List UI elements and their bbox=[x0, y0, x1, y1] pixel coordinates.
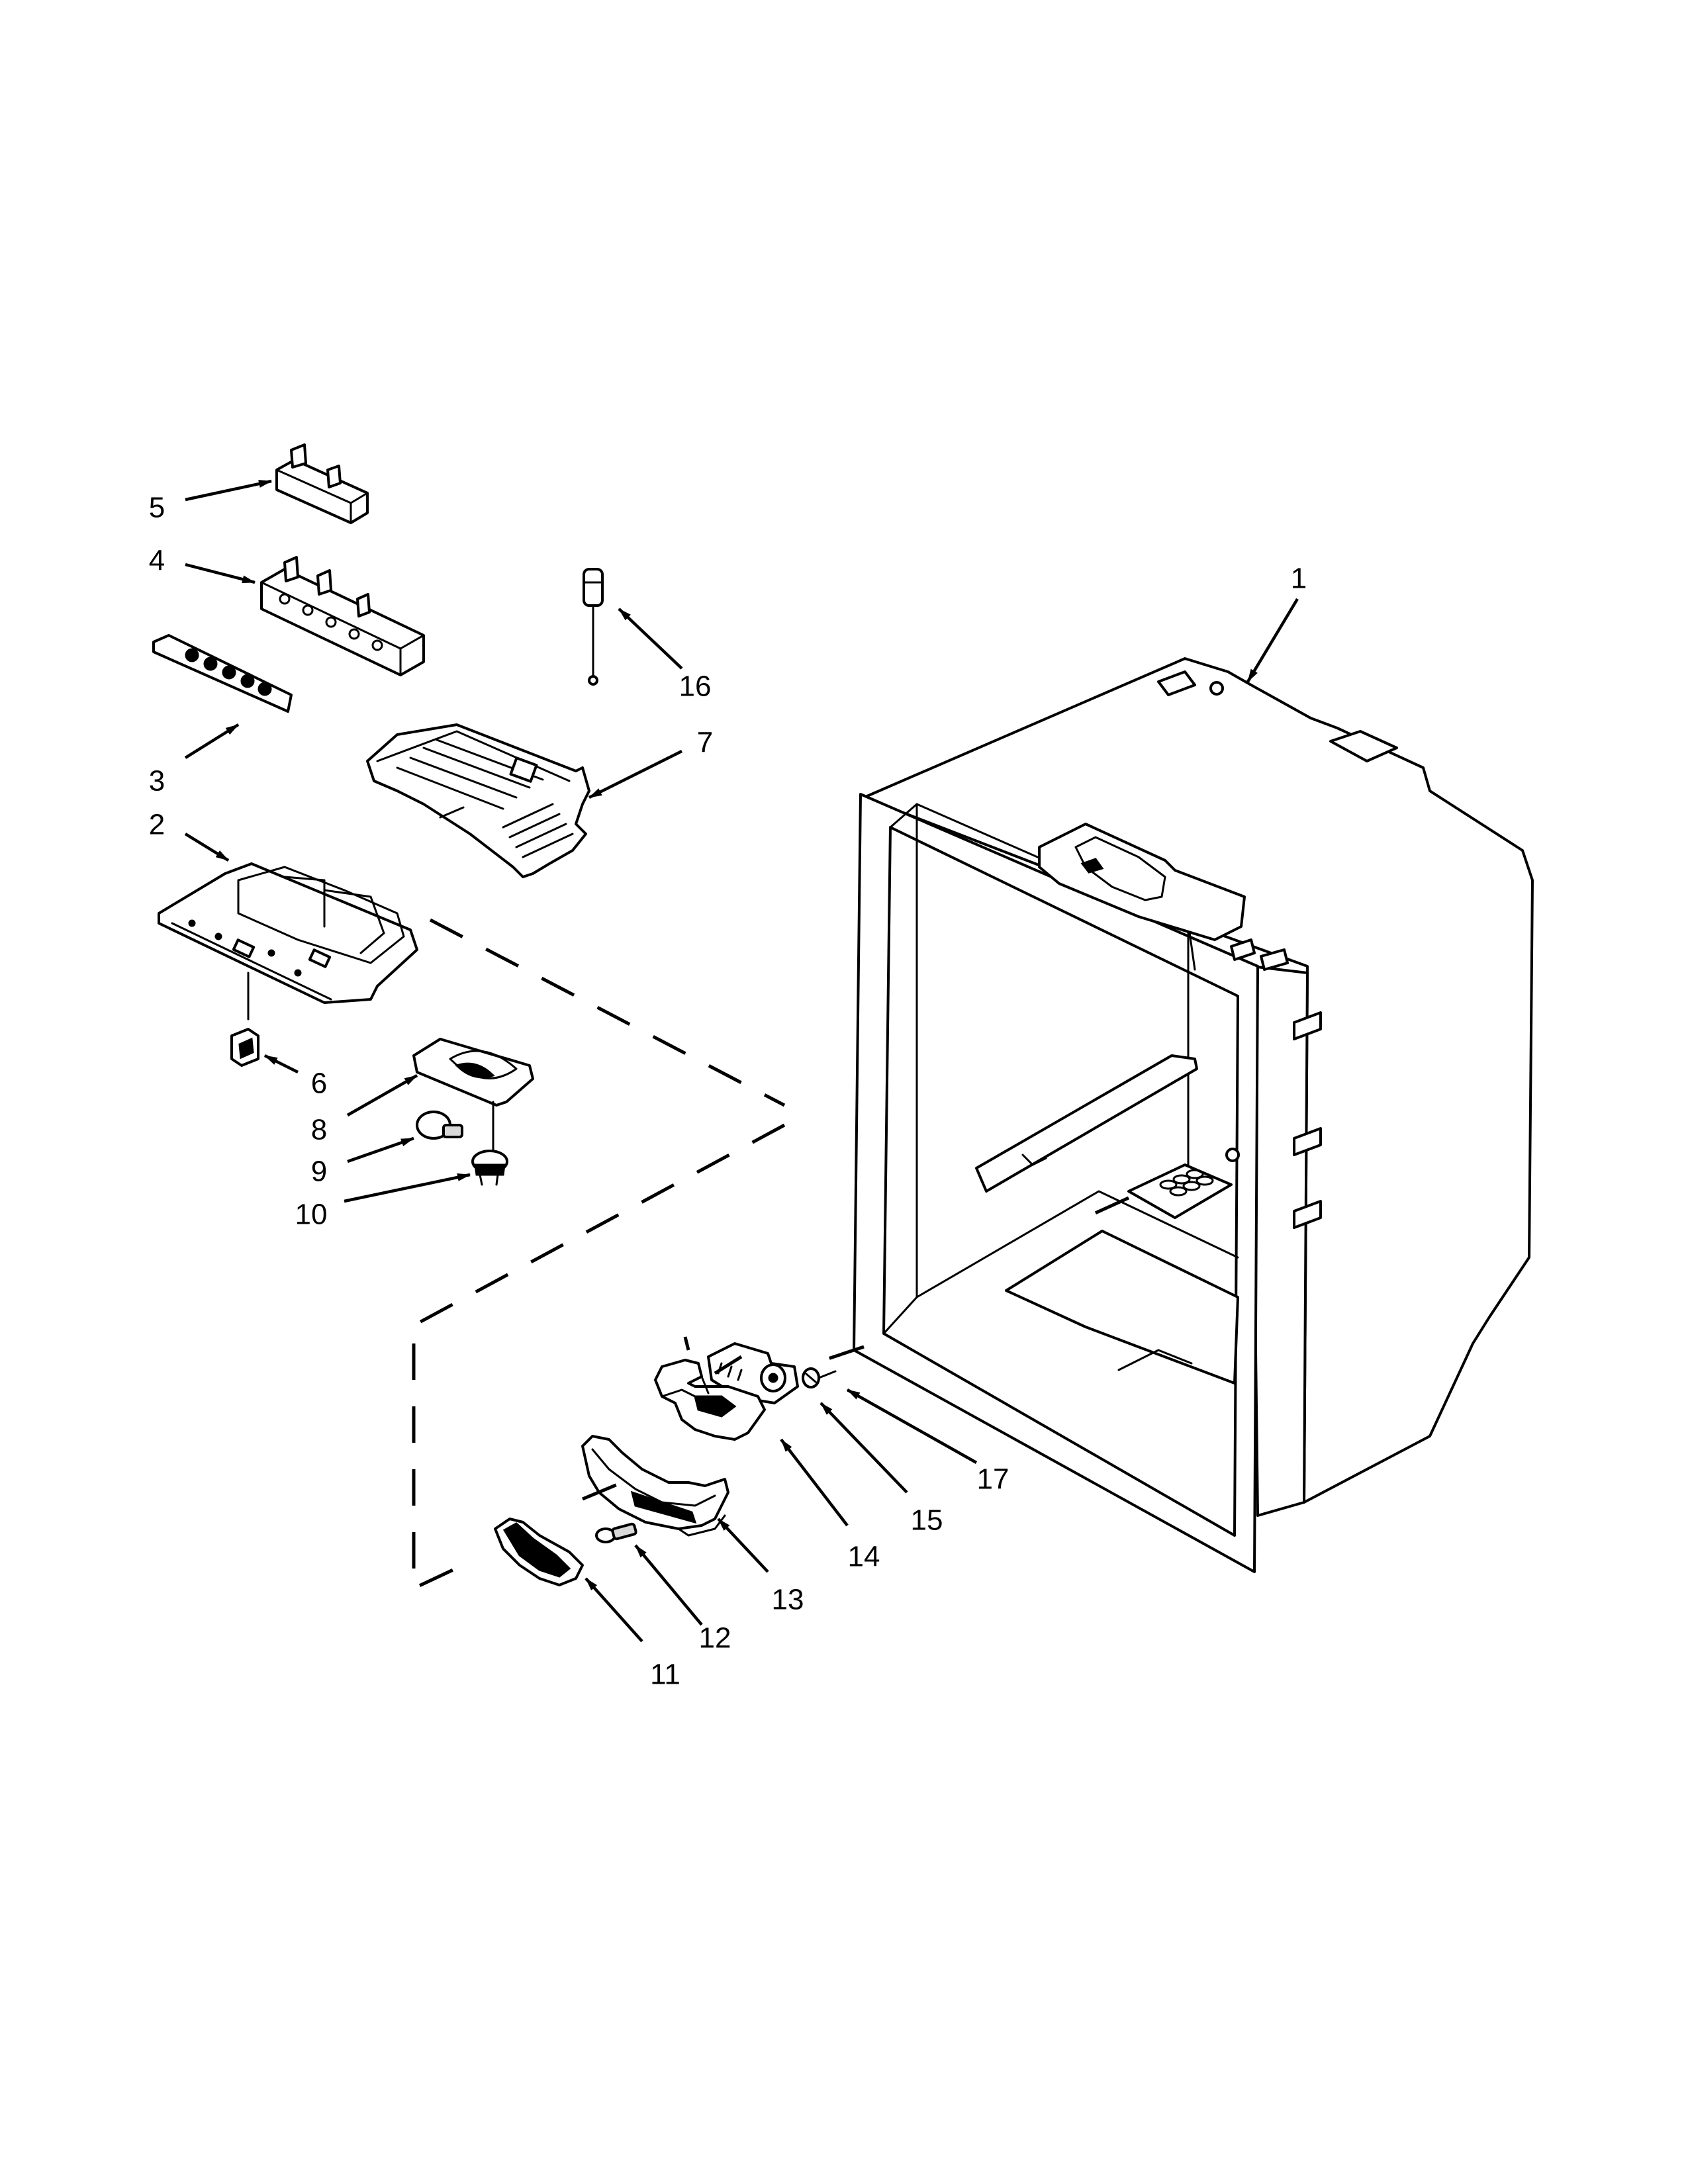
leader-15 bbox=[820, 1402, 908, 1494]
leader-3 bbox=[184, 723, 240, 759]
callout-14: 14 bbox=[848, 1541, 880, 1573]
part-7-evaporator-cover bbox=[366, 723, 590, 878]
part-6-switch bbox=[230, 1028, 259, 1067]
part-10-socket bbox=[471, 1120, 508, 1186]
assembly-dashed-lines bbox=[412, 918, 1130, 1591]
leader-13 bbox=[717, 1518, 769, 1573]
leader-1 bbox=[1246, 598, 1299, 683]
leader-12 bbox=[634, 1544, 703, 1626]
leader-14 bbox=[780, 1438, 849, 1527]
leader-9 bbox=[347, 1136, 414, 1163]
callout-9: 9 bbox=[311, 1156, 327, 1188]
callout-11: 11 bbox=[650, 1659, 680, 1691]
leader-16 bbox=[618, 608, 683, 670]
part-5-bracket bbox=[275, 443, 369, 524]
callout-labels: 5 4 3 2 6 8 9 10 16 7 1 17 15 14 13 12 1… bbox=[149, 492, 1307, 1691]
part-2-light-housing bbox=[158, 862, 418, 1021]
callout-8: 8 bbox=[311, 1114, 327, 1146]
part-12-screw bbox=[595, 1522, 637, 1543]
leader-4 bbox=[185, 563, 256, 584]
leader-10 bbox=[344, 1173, 471, 1203]
leader-17 bbox=[846, 1388, 978, 1464]
callout-2: 2 bbox=[149, 809, 165, 841]
part-16-thermistor bbox=[583, 568, 604, 686]
part-17-screw bbox=[802, 1367, 837, 1388]
part-3-overlay bbox=[152, 634, 293, 713]
callout-7: 7 bbox=[697, 727, 713, 759]
part-1-liner bbox=[853, 657, 1534, 1573]
callout-13: 13 bbox=[772, 1584, 804, 1616]
callout-10: 10 bbox=[295, 1199, 328, 1231]
callout-16: 16 bbox=[679, 670, 712, 703]
callout-12: 12 bbox=[699, 1622, 731, 1655]
callout-4: 4 bbox=[149, 545, 165, 577]
callout-15: 15 bbox=[911, 1504, 943, 1537]
leader-6 bbox=[263, 1054, 299, 1074]
leader-2 bbox=[184, 833, 230, 862]
leader-8 bbox=[346, 1074, 418, 1116]
callout-5: 5 bbox=[149, 492, 165, 524]
part-9-bulb bbox=[416, 1111, 463, 1140]
part-8-lamp-cover bbox=[412, 1038, 534, 1123]
leader-arrows bbox=[184, 479, 1299, 1643]
part-13-bin bbox=[581, 1435, 729, 1537]
part-11-trim bbox=[494, 1518, 584, 1586]
callout-3: 3 bbox=[149, 765, 165, 797]
part-4-control-housing bbox=[260, 556, 425, 676]
callout-1: 1 bbox=[1291, 563, 1307, 595]
leader-11 bbox=[585, 1577, 643, 1643]
leader-5 bbox=[185, 479, 272, 502]
leader-7 bbox=[588, 749, 683, 799]
part-14-duct bbox=[654, 1359, 766, 1441]
callout-6: 6 bbox=[311, 1068, 327, 1100]
callout-17: 17 bbox=[977, 1463, 1009, 1496]
